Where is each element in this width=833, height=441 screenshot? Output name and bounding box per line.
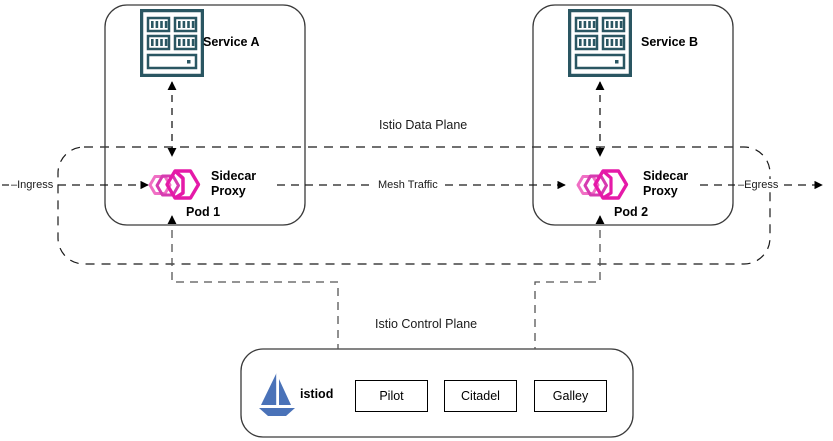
control-plane-title: Istio Control Plane: [375, 317, 478, 331]
egress-label: –Egress: [736, 179, 781, 192]
istio-proxy-hexagon-icon: [148, 169, 201, 200]
sidecar-proxy-1-icon-wrap: [143, 162, 201, 208]
service-b-icon-wrap: [567, 8, 633, 78]
sidecar-proxy-2-label-line1: Sidecar: [643, 169, 689, 183]
control-plane-boundary: [240, 348, 634, 438]
data-plane-title: Istio Data Plane: [379, 118, 468, 132]
service-a-label: Service A: [203, 35, 260, 49]
pod-2-label: Pod 2: [614, 205, 649, 219]
server-icon: [567, 8, 633, 78]
control-plane-component-pilot[interactable]: Pilot: [355, 380, 428, 412]
istiod-logo-wrap: [256, 371, 298, 417]
control-plane-component-label: Citadel: [461, 389, 500, 403]
istiod-label: istiod: [300, 387, 334, 401]
istio-sailboat-logo-icon: [258, 373, 296, 416]
pod-2-boundary: [532, 4, 734, 226]
sidecar-proxy-1-label-line2: Proxy: [211, 184, 246, 198]
service-a-icon-wrap: [139, 8, 205, 78]
control-plane-component-label: Galley: [552, 389, 589, 403]
mesh-traffic-label: Mesh Traffic: [375, 179, 441, 192]
control-plane-component-citadel[interactable]: Citadel: [444, 380, 517, 412]
sidecar-proxy-2-label-line2: Proxy: [643, 184, 678, 198]
sidecar-proxy-2-icon-wrap: [571, 162, 629, 208]
control-plane-component-label: Pilot: [379, 389, 404, 403]
sidecar-proxy-1-label-line1: Sidecar: [211, 169, 257, 183]
pod-1-boundary: [104, 4, 306, 226]
server-icon: [139, 8, 205, 78]
istio-proxy-hexagon-icon: [576, 169, 629, 200]
control-plane-component-galley[interactable]: Galley: [534, 380, 607, 412]
data-plane-boundary: [57, 146, 771, 265]
sidecar-2-control-plane-link: [534, 215, 605, 349]
ingress-label: –Ingress: [9, 179, 56, 192]
pod-1-label: Pod 1: [186, 205, 221, 219]
sidecar-1-control-plane-link: [167, 215, 339, 349]
service-b-label: Service B: [641, 35, 698, 49]
